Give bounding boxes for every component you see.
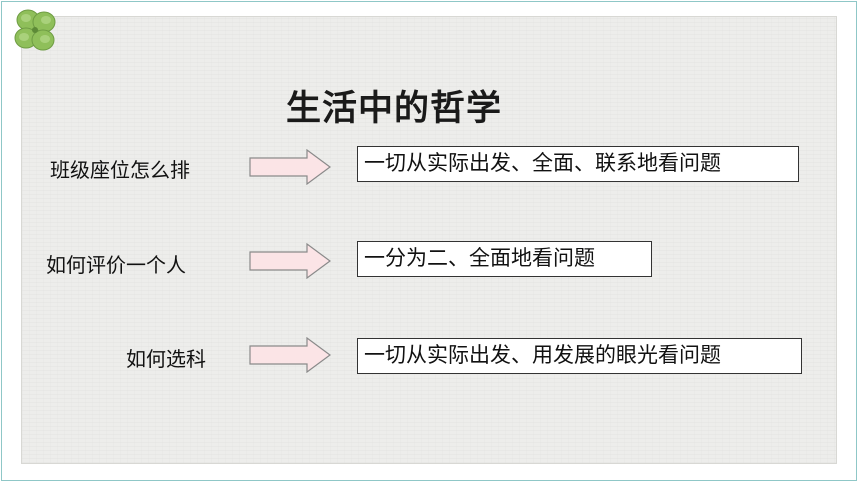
answer-box: 一切从实际出发、用发展的眼光看问题	[357, 338, 802, 374]
question-label: 班级座位怎么排	[50, 158, 190, 182]
four-leaf-clover-icon	[14, 9, 56, 51]
slide-title: 生活中的哲学	[286, 88, 503, 129]
slide-background	[22, 17, 836, 463]
question-label: 如何选科	[126, 347, 206, 371]
answer-box: 一分为二、全面地看问题	[357, 241, 652, 277]
right-arrow-icon	[249, 337, 331, 373]
right-arrow-icon	[249, 149, 331, 185]
answer-box: 一切从实际出发、全面、联系地看问题	[357, 146, 799, 182]
right-arrow-icon	[249, 243, 331, 279]
question-label: 如何评价一个人	[46, 253, 186, 277]
